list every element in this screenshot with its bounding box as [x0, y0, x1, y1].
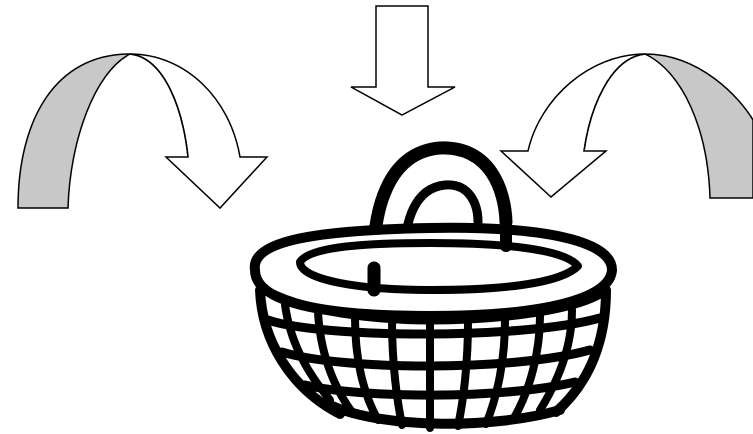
- basket-rim-inner: [296, 239, 582, 294]
- basket-rib-9: [536, 306, 576, 414]
- basket-rib-6: [454, 318, 472, 430]
- basket-bottom: [325, 400, 565, 429]
- right-arrow-inner-edge: [583, 53, 646, 152]
- basket-weave-band-1: [263, 313, 605, 339]
- basket-side-right: [551, 285, 611, 417]
- wicker-basket-icon: [249, 141, 617, 432]
- basket-rib-7: [482, 316, 509, 428]
- basket-rib-1: [281, 301, 334, 404]
- right-arrow-shaded-band: [644, 53, 753, 199]
- left-arrow-front-face: [129, 53, 269, 210]
- basket-handle: [367, 141, 513, 275]
- right-curved-arrow-icon: [499, 53, 753, 199]
- left-arrow-inner-edge: [129, 53, 189, 158]
- basket-rib-8: [510, 312, 544, 422]
- basket-rib-4: [388, 316, 406, 429]
- right-arrow-front-face: [499, 53, 646, 198]
- down-arrow-icon: [350, 5, 456, 116]
- left-arrow-shaded-band: [17, 53, 131, 209]
- basket-rib-2: [314, 308, 356, 416]
- left-curved-arrow-icon: [17, 53, 269, 210]
- basket-side-left: [255, 285, 345, 419]
- basket-rib-3: [351, 314, 382, 424]
